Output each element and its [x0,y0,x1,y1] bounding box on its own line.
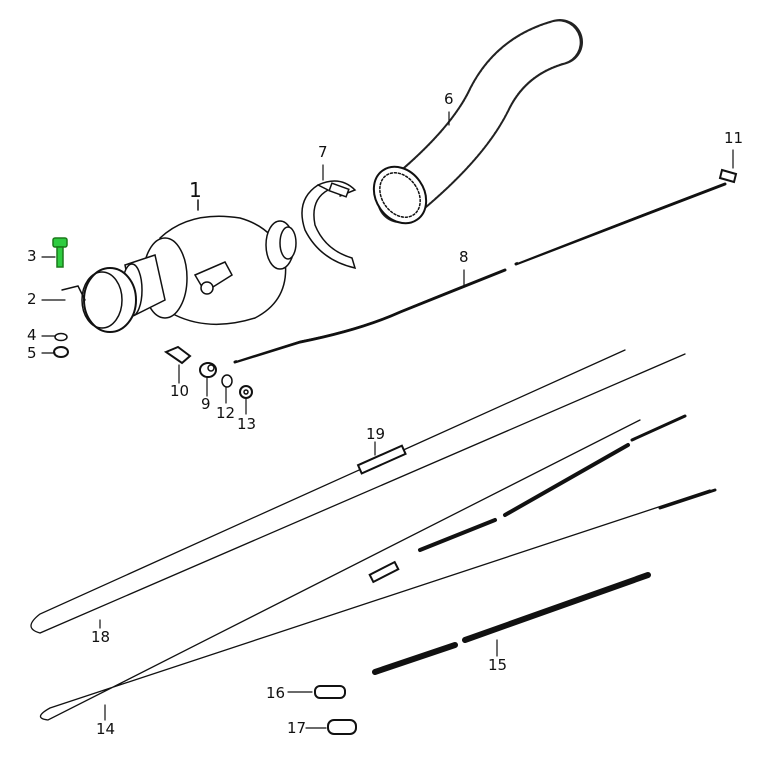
part-5-nut[interactable] [53,346,69,358]
part-11-end-fitting[interactable] [718,168,738,184]
label-part-10: 10 [170,382,190,400]
part-1-heater-box[interactable] [121,199,297,325]
part-17-sleeve[interactable] [327,719,357,735]
label-part-1: 1 [189,178,202,202]
label-part-2: 2 [27,290,37,308]
part-19-connector[interactable] [356,444,407,475]
label-part-6: 6 [444,90,454,108]
label-part-9: 9 [201,395,211,413]
label-part-3: 3 [27,247,37,265]
label-part-15: 15 [488,656,508,674]
part-13-nut[interactable] [239,385,253,399]
part-15-guide-tube[interactable] [372,572,651,675]
label-part-11: 11 [724,129,744,147]
part-9-sleeve[interactable] [199,362,217,378]
part-18-cable[interactable] [30,349,686,634]
label-part-16: 16 [266,684,286,702]
label-part-17: 17 [287,719,307,737]
label-part-7: 7 [318,143,328,161]
part-12-washer[interactable] [221,374,233,388]
label-part-14: 14 [96,720,116,738]
part-2-clamp[interactable] [61,267,137,333]
label-part-12: 12 [216,404,236,422]
leader-lines [41,111,734,729]
part-3-bolt[interactable] [52,237,68,268]
part-10-screw-fitting[interactable] [163,345,192,365]
label-part-13: 13 [237,415,257,433]
label-part-18: 18 [91,628,111,646]
part-6-hose[interactable] [363,19,583,233]
label-part-5: 5 [27,344,37,362]
part-14-cable[interactable] [39,414,717,721]
part-4-washer[interactable] [54,332,68,342]
part-8-rod[interactable] [233,181,727,364]
label-part-19: 19 [366,425,386,443]
label-part-8: 8 [459,248,469,266]
label-part-4: 4 [27,326,37,344]
part-16-sleeve[interactable] [314,685,346,699]
part-7-hose-clamp[interactable] [301,180,357,270]
